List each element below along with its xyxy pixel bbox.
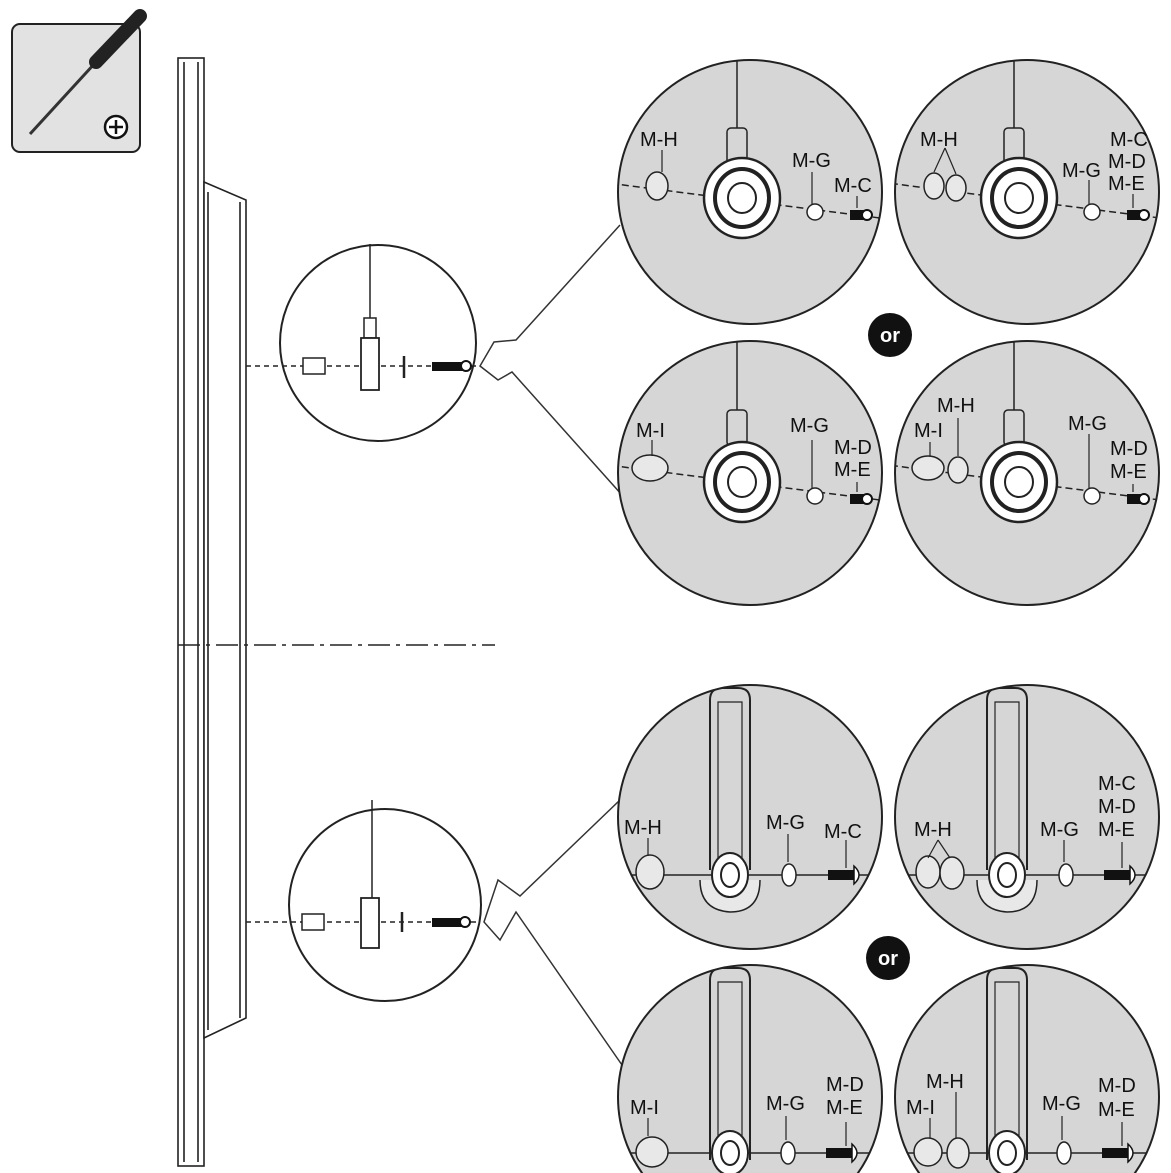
top-option-2: M-H M-G M-C M-D M-E	[894, 59, 1160, 325]
bottom-option-4: M-H M-D M-I M-G M-E	[894, 964, 1160, 1173]
label: M-H	[926, 1071, 964, 1093]
bottom-option-2: M-C M-D M-H M-G M-E	[894, 684, 1160, 950]
upper-callout-arrow	[479, 224, 623, 496]
label: M-I	[630, 1097, 659, 1119]
bottom-option-3: M-D M-I M-G M-E	[617, 964, 883, 1173]
label: M-C	[834, 175, 872, 197]
top-option-4: M-H M-I M-G M-D M-E	[894, 340, 1160, 606]
upper-detail-circle	[246, 244, 477, 442]
label: M-H	[937, 395, 975, 417]
label: M-D	[826, 1074, 864, 1096]
label: M-G	[1062, 160, 1101, 182]
phillips-screwdriver-icon	[11, 9, 147, 153]
label: M-G	[1042, 1093, 1081, 1115]
label: M-C	[1110, 129, 1148, 151]
label: M-H	[920, 129, 958, 151]
bottom-option-1: M-H M-G M-C	[617, 684, 883, 950]
label: M-E	[1108, 173, 1145, 195]
label: M-H	[640, 129, 678, 151]
lower-detail-circle	[246, 800, 482, 1002]
label: M-H	[914, 819, 952, 841]
label: M-D	[1110, 438, 1148, 460]
label: M-E	[1110, 461, 1147, 483]
label: M-E	[834, 459, 871, 481]
label: M-G	[766, 812, 805, 834]
top-option-3: M-I M-G M-D M-E	[617, 340, 883, 606]
label: M-I	[914, 420, 943, 442]
label: M-D	[1098, 796, 1136, 818]
label: M-H	[624, 817, 662, 839]
label: M-D	[1108, 151, 1146, 173]
label: M-G	[792, 150, 831, 172]
or-badge-label: or	[880, 325, 900, 347]
label: M-D	[1098, 1075, 1136, 1097]
label: M-G	[790, 415, 829, 437]
label: M-I	[906, 1097, 935, 1119]
or-badge: or	[868, 313, 912, 357]
label: M-E	[1098, 819, 1135, 841]
or-badge-label: or	[878, 948, 898, 970]
label: M-C	[1098, 773, 1136, 795]
label: M-E	[1098, 1099, 1135, 1121]
label: M-D	[834, 437, 872, 459]
label: M-G	[1068, 413, 1107, 435]
label: M-C	[824, 821, 862, 843]
lower-callout-arrow	[483, 799, 623, 1066]
label: M-G	[1040, 819, 1079, 841]
label: M-I	[636, 420, 665, 442]
top-option-1: M-H M-G M-C	[617, 59, 883, 325]
tv-side-profile	[177, 57, 247, 1167]
label: M-G	[766, 1093, 805, 1115]
label: M-E	[826, 1097, 863, 1119]
or-badge: or	[866, 936, 910, 980]
